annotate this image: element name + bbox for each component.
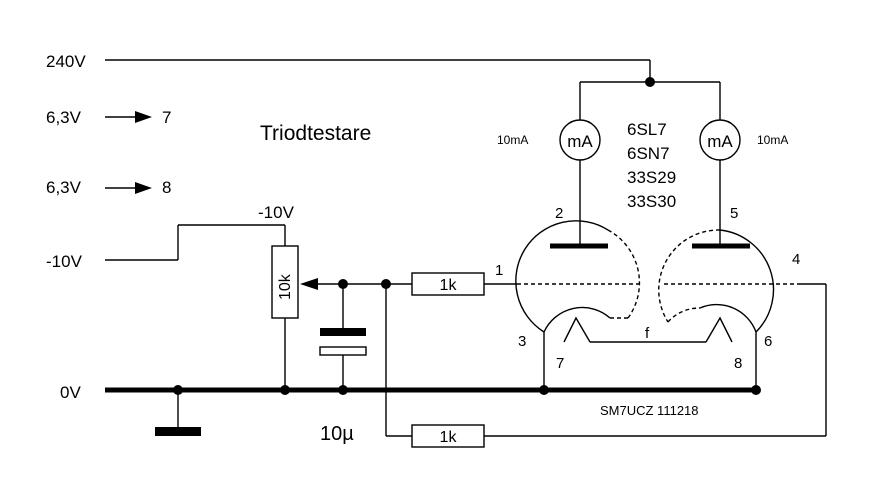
meter-left-symbol: mA <box>567 132 593 151</box>
tube-type: 6SL7 <box>627 120 667 139</box>
rail-240v-label: 240V <box>46 52 86 71</box>
meter-left-range: 10mA <box>497 133 528 147</box>
meter-right-range: 10mA <box>757 133 788 147</box>
capacitor-10u <box>319 284 367 390</box>
meter-right-symbol: mA <box>707 132 733 151</box>
rail-neg10v-label: -10V <box>46 252 83 271</box>
ground-symbol <box>155 390 201 436</box>
tube-type: 6SN7 <box>627 144 670 163</box>
capacitor-value-label: 10µ <box>320 423 354 445</box>
wire-240v <box>105 59 721 120</box>
pin-7-label: 7 <box>556 355 564 372</box>
heater-arrow-8 <box>105 182 152 194</box>
resistor-feedback-label: 1k <box>440 429 458 446</box>
rail-6v3-label-b: 6,3V <box>46 178 82 197</box>
pin-f-label: f <box>645 325 650 342</box>
junction-node <box>173 385 183 395</box>
triode-right <box>658 229 800 343</box>
milliammeter-left: mA <box>559 119 601 161</box>
pin-2-label: 2 <box>555 205 563 222</box>
pin-5-label: 5 <box>730 205 738 222</box>
resistor-feedback-1k <box>411 424 485 448</box>
pin-3-label: 3 <box>518 333 526 350</box>
wire-neg10v <box>105 224 286 261</box>
tube-type: 33S30 <box>627 192 676 211</box>
wire-feedback <box>385 283 827 437</box>
pin-4-label: 4 <box>792 251 800 268</box>
heater-arrow-7 <box>105 111 152 123</box>
junction-node <box>280 385 290 395</box>
cathode-right <box>705 316 733 343</box>
junction-node <box>338 385 348 395</box>
heater-pin-8-label: 8 <box>162 178 171 197</box>
tube-type: 33S29 <box>627 168 676 187</box>
author-credit: SM7UCZ 111218 <box>600 403 699 418</box>
pin-1-label: 1 <box>495 262 503 279</box>
triode-left <box>515 220 641 343</box>
diagram-title: Triodtestare <box>260 122 371 145</box>
milliammeter-right: mA <box>699 119 741 161</box>
pot-value-label: 10k <box>277 273 294 300</box>
rail-6v3-label-a: 6,3V <box>46 108 82 127</box>
heater-pin-7-label: 7 <box>162 108 171 127</box>
pin-8-label: 8 <box>734 355 742 372</box>
pot-wiper <box>300 278 412 290</box>
pin-6-label: 6 <box>764 333 772 350</box>
tube-type-list: 6SL7 6SN7 33S29 33S30 <box>627 120 676 211</box>
cathode-left <box>563 316 591 343</box>
rail-0v-label: 0V <box>60 383 81 402</box>
resistor-grid-label: 1k <box>440 277 458 294</box>
pot-supply-label: -10V <box>258 203 295 222</box>
